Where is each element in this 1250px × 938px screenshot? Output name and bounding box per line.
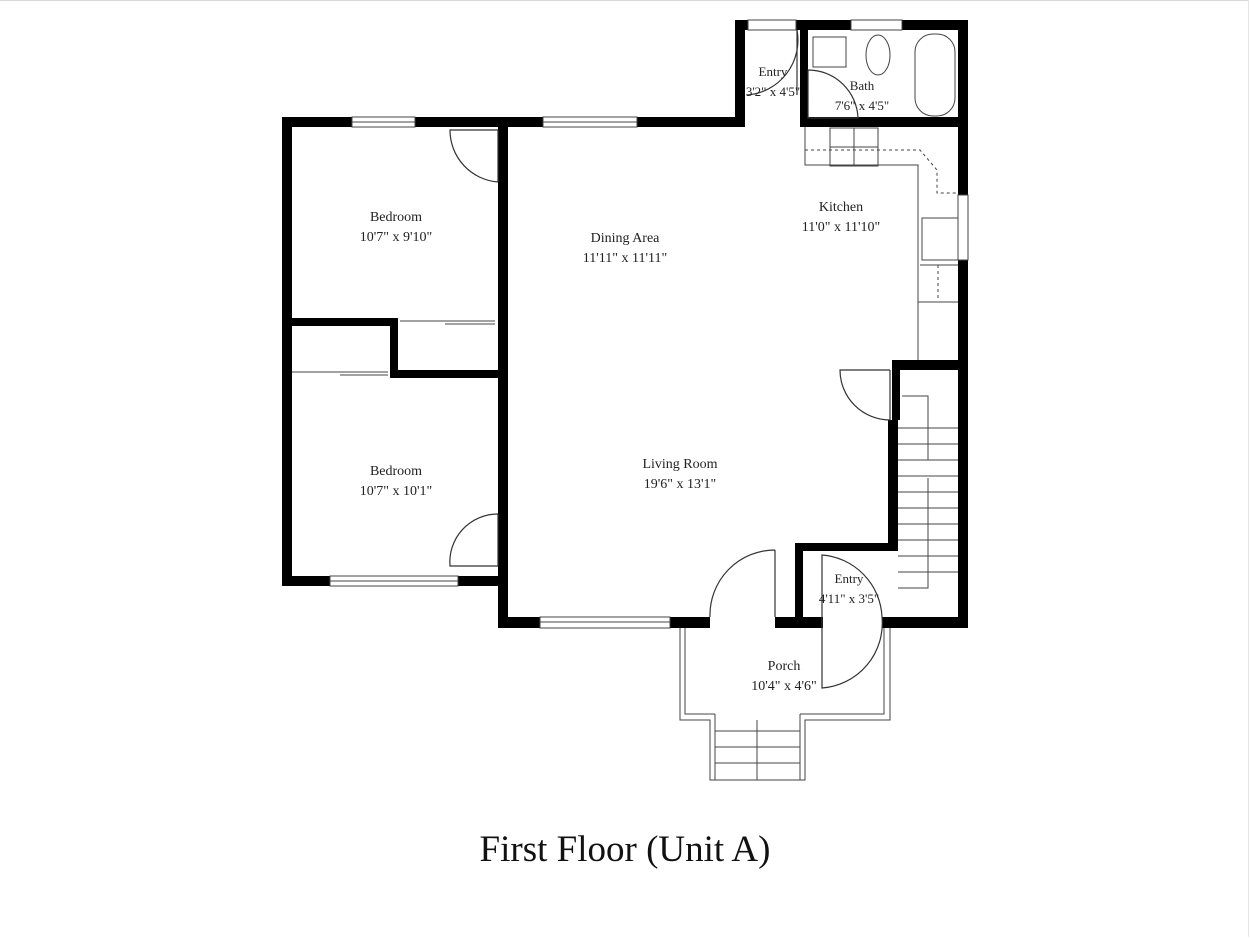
room-dimensions: 11'11" x 11'11" <box>582 251 668 266</box>
stairs <box>898 395 958 589</box>
room-dimensions: 10'7" x 10'1" <box>359 484 433 499</box>
room-name: Entry <box>758 64 788 79</box>
room-name: Bedroom <box>369 210 423 225</box>
room-label-dining: Dining Area 11'11" x 11'11" <box>583 229 667 269</box>
room-label-entry-bottom: Entry 4'11" x 3'5" <box>819 569 879 609</box>
room-name: Porch <box>767 659 801 674</box>
room-name: Bath <box>849 78 875 93</box>
room-name: Living Room <box>642 457 718 472</box>
room-dimensions: 7'6" x 4'5" <box>834 98 890 113</box>
doors <box>449 29 891 689</box>
floor-title: First Floor (Unit A) <box>479 829 771 870</box>
windows <box>329 19 969 629</box>
room-name: Kitchen <box>818 200 864 215</box>
room-dimensions: 10'7" x 9'10" <box>359 230 433 245</box>
room-name: Dining Area <box>590 231 660 246</box>
room-name: Bedroom <box>369 464 423 479</box>
room-label-kitchen: Kitchen 11'0" x 11'10" <box>802 198 880 238</box>
room-label-porch: Porch 10'4" x 4'6" <box>751 657 816 697</box>
room-name: Entry <box>834 571 864 586</box>
room-dimensions: 3'2" x 4'5" <box>745 84 801 99</box>
fixtures <box>292 33 959 781</box>
room-label-bath: Bath 7'6" x 4'5" <box>835 76 889 116</box>
room-label-entry-top: Entry 3'2" x 4'5" <box>746 62 800 102</box>
walls <box>282 20 968 628</box>
room-label-living: Living Room 19'6" x 13'1" <box>642 455 717 495</box>
room-dimensions: 19'6" x 13'1" <box>643 477 717 492</box>
room-label-bedroom-1: Bedroom 10'7" x 9'10" <box>360 208 432 248</box>
room-dimensions: 11'0" x 11'10" <box>801 220 881 235</box>
room-dimensions: 4'11" x 3'5" <box>818 591 880 606</box>
room-label-bedroom-2: Bedroom 10'7" x 10'1" <box>360 462 432 502</box>
room-dimensions: 10'4" x 4'6" <box>751 679 817 694</box>
